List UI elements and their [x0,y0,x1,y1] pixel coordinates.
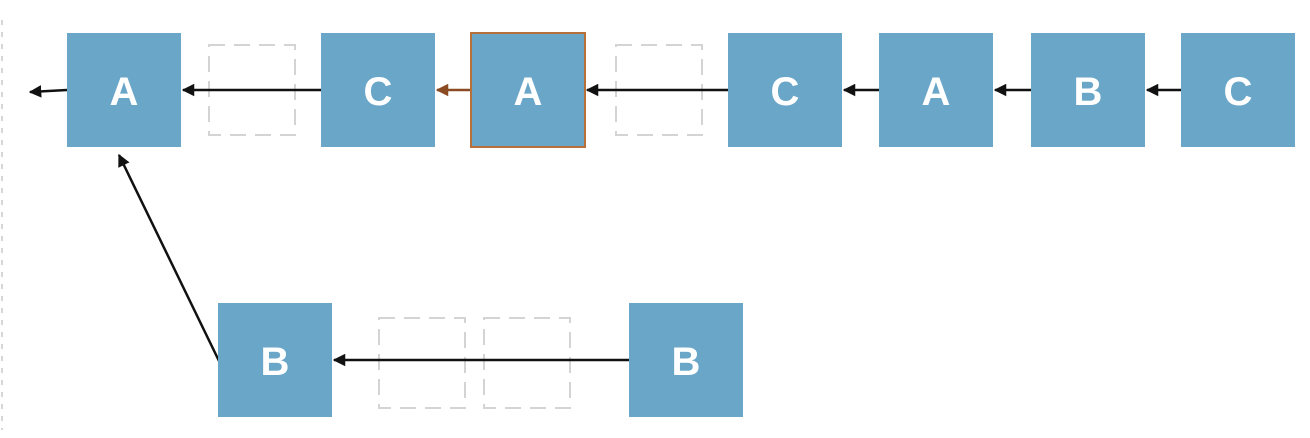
placeholder-slot [378,317,466,409]
node-n4: C [728,33,842,147]
node-n8: B [218,303,332,417]
node-n3-box [470,32,586,148]
edge-n1-out [28,85,68,98]
edges [28,83,1181,367]
node-n5: A [879,33,993,147]
node-n6-box [1031,33,1145,147]
node-n2-label: C [364,70,393,114]
node-n7-box [1181,33,1295,147]
node-n5-label: A [922,70,951,114]
node-n8-box [218,303,332,417]
node-n7-label: C [1224,70,1253,114]
nodes: A C A C A B C B [67,32,1295,417]
node-n3: A [470,32,586,148]
node-n9-label: B [672,340,701,384]
edge-n8-n1 [117,153,222,364]
node-n2-box [321,33,435,147]
node-n9-box [629,303,743,417]
node-n4-box [728,33,842,147]
node-n4-label: C [771,70,800,114]
node-n1-box [67,33,181,147]
node-n8-label: B [261,340,290,384]
node-n3-label: A [514,70,543,114]
node-n5-box [879,33,993,147]
node-n2: C [321,33,435,147]
node-n9: B [629,303,743,417]
node-n7: C [1181,33,1295,147]
node-n1: A [67,33,181,147]
node-n6-label: B [1074,70,1103,114]
node-n6: B [1031,33,1145,147]
node-n1-label: A [110,70,139,114]
placeholder-slot [483,317,571,409]
